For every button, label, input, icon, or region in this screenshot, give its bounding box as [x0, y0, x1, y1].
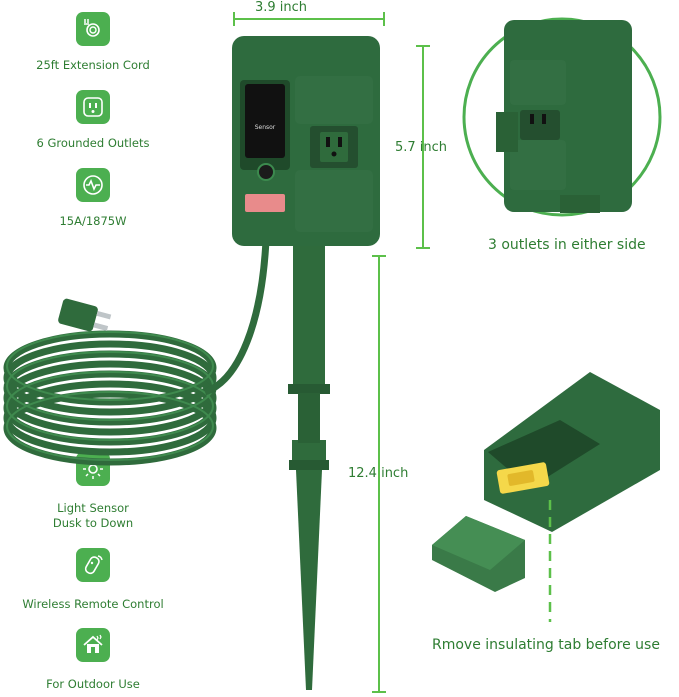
width-label: 3.9 inch: [255, 0, 308, 15]
side-view-detail: [462, 17, 662, 217]
stake-length-label: 12.4 inch: [348, 466, 409, 481]
stake-dimension: [372, 255, 386, 693]
coiled-cord: [3, 330, 217, 466]
feature-label-cord: 25ft Extension Cord: [36, 58, 150, 72]
outlet-unit: [232, 36, 380, 246]
power-rating-icon: [76, 168, 110, 202]
feature-label-outlets: 6 Grounded Outlets: [36, 136, 150, 150]
remote-battery-detail: [432, 372, 660, 592]
plug: [58, 298, 112, 332]
cord-lead: [203, 239, 270, 396]
feature-label-rating: 15A/1875W: [59, 214, 127, 228]
height-dimension: [416, 45, 430, 249]
feature-label-outdoor: For Outdoor Use: [46, 677, 140, 691]
outdoor-home-icon: [76, 628, 110, 662]
timer-sensor-text: Sensor: [255, 124, 276, 131]
ground-stake: [288, 243, 330, 690]
remote-control-icon: [76, 548, 110, 582]
width-dimension: [233, 12, 385, 26]
extension-cord-icon: [76, 12, 110, 46]
height-label: 5.7 inch: [395, 140, 448, 155]
side-outlets-callout: 3 outlets in either side: [488, 237, 646, 253]
grounded-outlet-icon: [76, 90, 110, 124]
feature-label-sensor-sub: Dusk to Down: [52, 516, 134, 530]
feature-label-sensor: Light Sensor: [57, 501, 129, 515]
feature-label-remote: Wireless Remote Control: [22, 597, 164, 611]
insulating-tab-callout: Rmove insulating tab before use: [432, 637, 660, 653]
